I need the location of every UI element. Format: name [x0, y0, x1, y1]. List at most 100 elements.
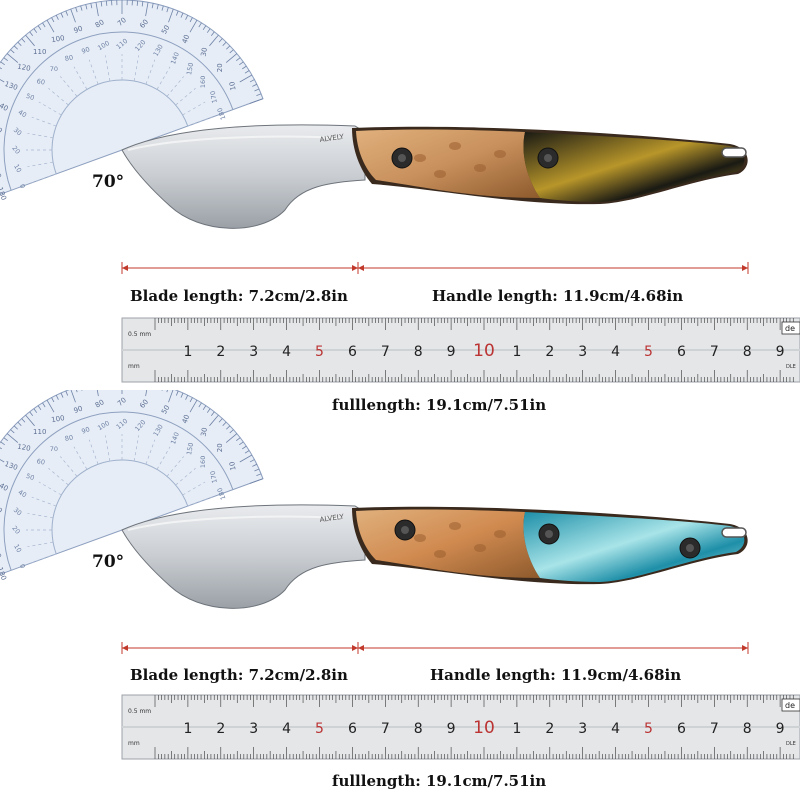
- ruler-number: 9: [776, 721, 785, 737]
- ruler-unit-label: 0.5 mm: [128, 708, 151, 715]
- ruler-number: 2: [545, 721, 554, 737]
- protractor-ray: [48, 88, 69, 106]
- protractor-tick: [249, 459, 255, 463]
- ruler-number: 10: [473, 718, 495, 738]
- protractor-tick: [121, 390, 123, 394]
- protractor-ray: [26, 529, 52, 531]
- protractor-outer-number: 180: [0, 566, 8, 581]
- protractor-tick: [6, 53, 19, 63]
- protractor-tick: [222, 41, 227, 46]
- protractor-tick: [95, 390, 99, 397]
- wood-grain: [414, 154, 426, 162]
- protractor-outer-number: 70: [116, 16, 128, 28]
- protractor-tick: [252, 463, 257, 467]
- ruler-number: 7: [710, 721, 719, 737]
- protractor-tick: [131, 0, 133, 6]
- ruler-number: 4: [282, 344, 291, 360]
- protractor-tick: [226, 45, 231, 50]
- protractor-tick: [249, 79, 255, 83]
- protractor-inner-number: 140: [169, 431, 181, 445]
- protractor-ray: [31, 116, 57, 127]
- protractor-tick: [46, 19, 55, 33]
- protractor-inner-number: 180: [216, 487, 228, 501]
- wood-grain: [414, 534, 426, 542]
- protractor-inner-number: 50: [25, 472, 36, 482]
- protractor-tick: [75, 390, 78, 393]
- protractor-outer-number: 50: [160, 404, 171, 416]
- protractor-outer-number: 110: [33, 48, 46, 56]
- protractor-inner-number: 10: [12, 163, 23, 174]
- protractor-tick: [145, 390, 149, 397]
- protractor-ray: [182, 101, 206, 116]
- ruler-number: 9: [447, 721, 456, 737]
- ruler-number: 5: [644, 344, 653, 360]
- ruler-number: 8: [414, 344, 423, 360]
- protractor-inner-arc: [3, 31, 234, 191]
- protractor-tick: [0, 445, 3, 450]
- protractor-tick: [0, 454, 5, 463]
- protractor-tick: [225, 433, 238, 443]
- ruler-number: 2: [216, 721, 225, 737]
- protractor-inner-number: 170: [209, 90, 219, 104]
- protractor-outer-number: 100: [51, 34, 66, 44]
- blade: [121, 124, 366, 229]
- ruler-unit-label: 0.5 mm: [128, 331, 151, 338]
- protractor-tick: [13, 425, 18, 430]
- protractor-tick: [55, 15, 59, 20]
- ruler-number: 3: [578, 721, 587, 737]
- protractor-tick: [189, 397, 193, 403]
- protractor-tick: [244, 450, 250, 454]
- protractor-tick: [75, 7, 78, 13]
- wood-grain: [474, 544, 486, 552]
- protractor-tick: [249, 478, 264, 484]
- protractor-ray: [187, 116, 213, 127]
- protractor-inner-number: 170: [209, 470, 219, 484]
- protractor-outer-number: 140: [0, 99, 10, 113]
- dimension-arrow: [352, 265, 358, 271]
- protractor-outer-number: 20: [216, 63, 224, 72]
- protractor-outer-number: 30: [200, 427, 209, 437]
- protractor-tick: [42, 22, 46, 28]
- protractor-ray: [121, 433, 123, 461]
- protractor-ray: [175, 468, 196, 486]
- protractor: 1801701601501401301201101009080706050403…: [0, 390, 264, 582]
- lanyard-hole: [721, 147, 747, 158]
- ruler-unit-label: mm: [128, 363, 140, 370]
- angle-label: 70°: [92, 552, 125, 572]
- protractor-outer-number: 50: [160, 24, 171, 36]
- ruler-number: 4: [282, 721, 291, 737]
- wood-grain: [434, 550, 446, 558]
- protractor-tick: [254, 468, 260, 472]
- protractor-tick: [60, 12, 64, 18]
- ruler-number: 2: [216, 344, 225, 360]
- handle-resin: [523, 132, 745, 202]
- protractor-tick: [25, 414, 35, 427]
- dimension-arrow: [122, 645, 128, 651]
- knife-panel-bottom: 1801701601501401301201101009080706050403…: [0, 390, 800, 790]
- protractor-ray: [145, 59, 156, 85]
- protractor-outer-number: 170: [0, 164, 3, 180]
- protractor-body: 1801701601501401301201101009080706050403…: [0, 0, 264, 202]
- blade-length-label: Blade length: 7.2cm/2.8in: [130, 287, 348, 305]
- protractor-tick: [249, 98, 264, 104]
- protractor-tick: [60, 392, 64, 398]
- protractor-inner-number: 30: [12, 126, 23, 137]
- protractor-inner-number: 70: [50, 445, 58, 453]
- protractor-tick: [105, 0, 108, 6]
- protractor-tick: [206, 28, 211, 33]
- protractor-tick: [51, 397, 55, 403]
- protractor-inner-number: 80: [64, 54, 74, 63]
- protractor-tick: [100, 1, 103, 7]
- ruler-number: 9: [776, 344, 785, 360]
- protractor-tick: [236, 57, 241, 62]
- protractor-outer-number: 80: [94, 18, 106, 29]
- protractor-tick: [218, 38, 223, 43]
- protractor-ray: [60, 456, 78, 477]
- protractor-tick: [156, 4, 159, 10]
- protractor-tick: [239, 454, 253, 463]
- ruler-brand-mark: de: [785, 701, 795, 710]
- protractor-tick: [185, 15, 189, 20]
- protractor-inner-number: 10: [12, 543, 23, 554]
- protractor-tick: [185, 395, 189, 400]
